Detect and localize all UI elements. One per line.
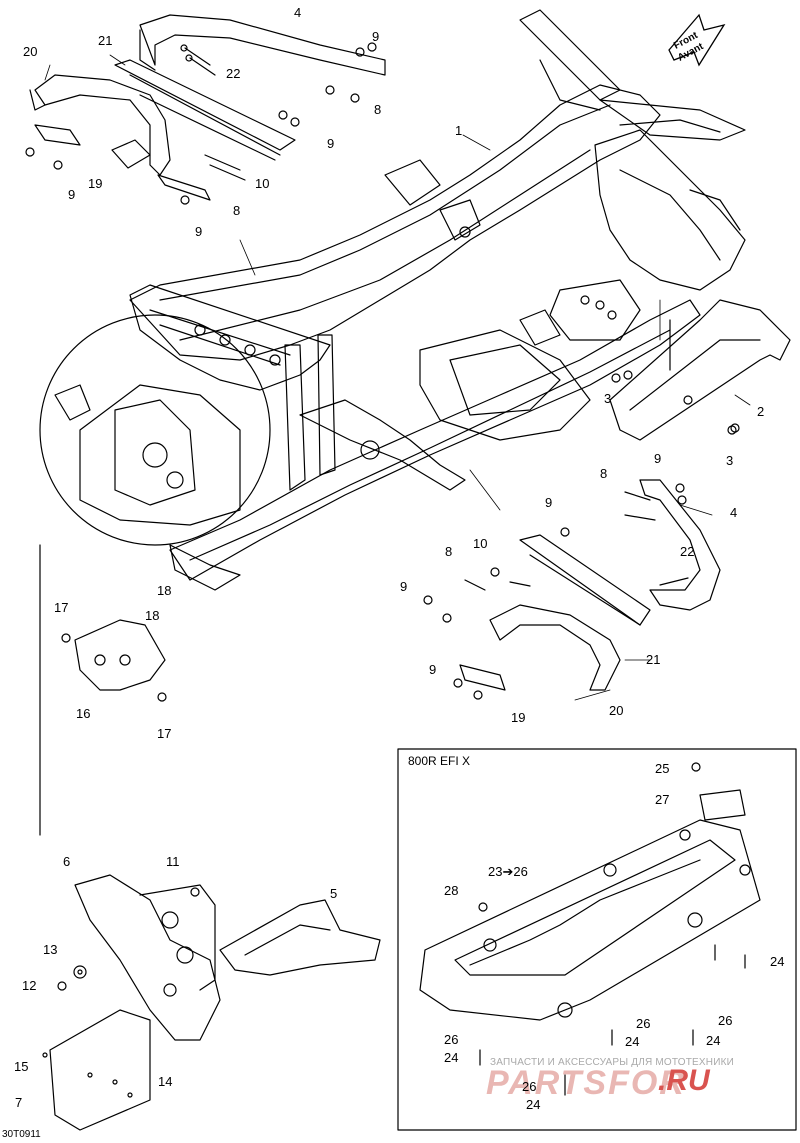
- callout-label: 9: [654, 451, 662, 466]
- callout-label: 7: [15, 1095, 23, 1110]
- callout-label: 20: [609, 703, 624, 718]
- callout-label: 27: [655, 792, 670, 807]
- callout-label: 4: [730, 505, 738, 520]
- callout-label: 20: [23, 44, 38, 59]
- callout-label: 26: [444, 1032, 459, 1047]
- callout-label: 9: [429, 662, 437, 677]
- callout-label: 12: [22, 978, 37, 993]
- upper-left-parts: [25, 14, 386, 205]
- callout-label: 2: [757, 404, 765, 419]
- callout-label: 19: [511, 710, 526, 725]
- callout-label: 1: [455, 123, 463, 138]
- callout-label: 22: [680, 544, 695, 559]
- callout-label: 9: [68, 187, 76, 202]
- callout-label: 17: [157, 726, 172, 741]
- callout-label: 24: [770, 954, 785, 969]
- callout-label: 9: [545, 495, 553, 510]
- callout-label: 14: [158, 1074, 173, 1089]
- callout-label: 26: [636, 1016, 651, 1031]
- callout-label: 6: [63, 854, 71, 869]
- callout-label: 18: [145, 608, 160, 623]
- callout-label: 24: [444, 1050, 459, 1065]
- drawing-code: 30T0911: [2, 1129, 41, 1140]
- front-arrow-icon: [668, 13, 726, 67]
- callout-label: 9: [400, 579, 408, 594]
- watermark-logo: PARTSFOR: [486, 1064, 686, 1102]
- main-frame: [129, 9, 746, 591]
- callout-label: 10: [473, 536, 488, 551]
- callout-label: 22: [226, 66, 241, 81]
- callout-label: 9: [327, 136, 335, 151]
- callout-label: 24: [526, 1097, 541, 1112]
- callout-label: 19: [88, 176, 103, 191]
- callout-label: 26: [522, 1079, 537, 1094]
- inset-box: [397, 748, 797, 1131]
- detail-circle: [39, 314, 271, 836]
- callout-label: 25: [655, 761, 670, 776]
- callout-label: 8: [374, 102, 382, 117]
- callout-label: 21: [98, 33, 113, 48]
- callout-label: 10: [255, 176, 270, 191]
- callout-label: 21: [646, 652, 661, 667]
- callout-label: 11: [166, 854, 180, 869]
- lower-right-parts: [423, 373, 737, 700]
- callout-label: 8: [233, 203, 241, 218]
- callout-label: 28: [444, 883, 459, 898]
- bracket-16: [61, 619, 167, 702]
- callout-label: 26: [718, 1013, 733, 1028]
- callout-label: 15: [14, 1059, 29, 1074]
- callout-label: 3: [604, 391, 612, 406]
- callout-label: 8: [445, 544, 453, 559]
- callout-label: 5: [330, 886, 338, 901]
- watermark-tld: .RU: [658, 1064, 710, 1097]
- skid-plate: [609, 299, 791, 441]
- inset-title: 800R EFI X: [408, 754, 471, 768]
- callout-label: 24: [625, 1034, 640, 1049]
- callout-label: 17: [54, 600, 69, 615]
- callout-label: 13: [43, 942, 58, 957]
- callout-label: 18: [157, 583, 172, 598]
- watermark-text: ЗАПЧАСТИ И АКСЕССУАРЫ ДЛЯ МОТОТЕХНИКИ: [490, 1057, 735, 1068]
- callout-label: 4: [294, 5, 302, 20]
- callout-label: 8: [600, 466, 608, 481]
- callout-label: 9: [195, 224, 203, 239]
- bottom-left-detail: [42, 874, 381, 1131]
- callout-label: 9: [372, 29, 380, 44]
- callout-label: 16: [76, 706, 91, 721]
- callout-label: 23➔26: [488, 864, 528, 879]
- leader-lines: [44, 54, 751, 701]
- callout-label: 24: [706, 1033, 721, 1048]
- callout-label: 3: [726, 453, 734, 468]
